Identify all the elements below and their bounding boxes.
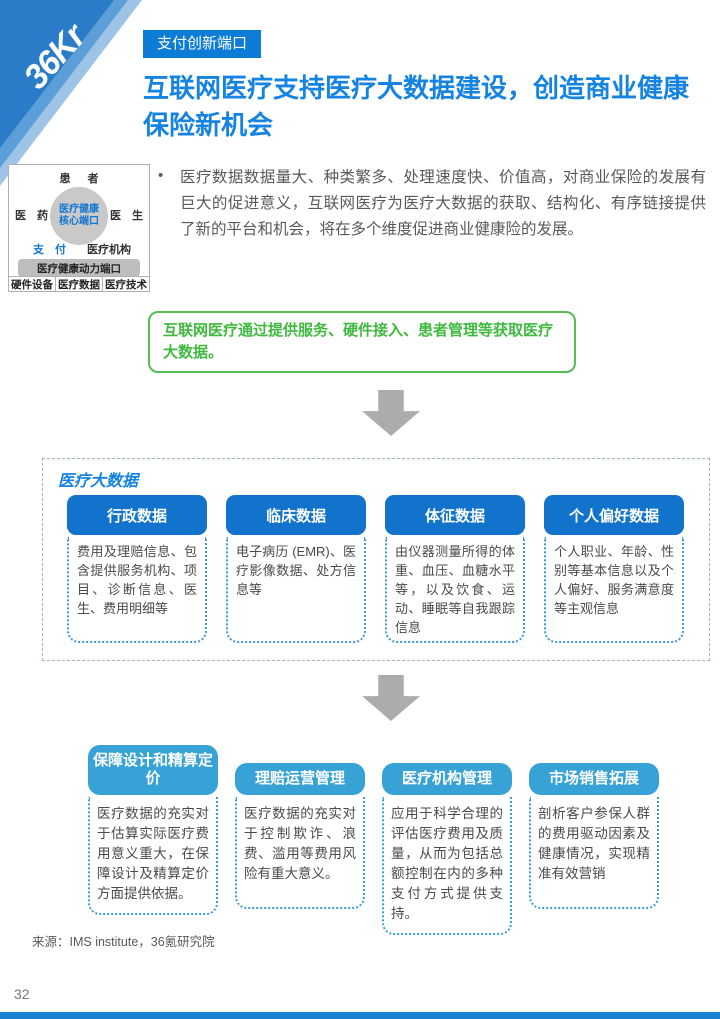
diagram-pharma-label: 医 药 [15, 210, 53, 222]
app-card-header-wrap: 理赔运营管理 [235, 745, 365, 795]
app-card-header-wrap: 市场销售拓展 [529, 745, 659, 795]
bullet-icon: • [158, 167, 164, 184]
app-card-header: 理赔运营管理 [235, 763, 365, 795]
app-card-body: 应用于科学合理的评估医疗费用及质量，从而为包括总额控制在内的多种支付方式提供支持… [382, 797, 512, 935]
app-card-header: 市场销售拓展 [529, 763, 659, 795]
diagram-payment-label: 支 付 [33, 244, 71, 256]
down-arrow-icon [362, 675, 420, 721]
app-card-body: 医疗数据的充实对于估算实际医疗费用意义重大，在保障设计及精算定价方面提供依据。 [88, 797, 218, 915]
diagram-institution-label: 医疗机构 [87, 244, 131, 256]
data-card-body: 由仪器测量所得的体重、血压、血糖水平等，以及饮食、运动、睡眠等自我跟踪信息 [385, 537, 525, 643]
data-card-header: 体征数据 [385, 495, 525, 535]
diagram-cell-hardware: 硬件设备 [11, 278, 53, 291]
diagram-core-port-circle: 医疗健康 核心端口 [50, 187, 108, 245]
app-card-header-wrap: 医疗机构管理 [382, 745, 512, 795]
app-card-header: 保障设计和精算定价 [88, 745, 218, 795]
footer-bar [0, 1012, 720, 1019]
diagram-core-line1: 医疗健康 [59, 204, 99, 215]
diagram-core-line2: 核心端口 [59, 216, 99, 227]
app-card-header: 医疗机构管理 [382, 763, 512, 795]
section-tag: 支付创新端口 [143, 30, 262, 58]
app-card-market-expansion: 市场销售拓展 剖析客户参保人群的费用驱动因素及健康情况，实现精准有效营销 [529, 745, 659, 909]
down-arrow-icon [362, 390, 420, 436]
diagram-cell-tech: 医疗技术 [102, 277, 149, 291]
diagram-power-port-bar: 医疗健康动力端口 [18, 259, 140, 277]
data-card-body: 电子病历 (EMR)、医疗影像数据、处方信息等 [226, 537, 366, 643]
big-data-panel: 医疗大数据 行政数据 费用及理赔信息、包含提供服务机构、项目、诊断信息、医生、费… [42, 458, 710, 661]
highlight-box: 互联网医疗通过提供服务、硬件接入、患者管理等获取医疗大数据。 [148, 311, 576, 373]
diagram-patient-label: 患 者 [59, 173, 106, 185]
health-ecosystem-diagram: 患 者 医疗健康 核心端口 医 药 医 生 支 付 医疗机构 医疗健康动力端口 … [8, 164, 150, 292]
app-card-body: 医疗数据的充实对于控制欺诈、浪费、滥用等费用风险有重大意义。 [235, 797, 365, 909]
data-card-body: 费用及理赔信息、包含提供服务机构、项目、诊断信息、医生、费用明细等 [67, 537, 207, 643]
page-number: 32 [14, 986, 30, 1002]
app-card-provider-management: 医疗机构管理 应用于科学合理的评估医疗费用及质量，从而为包括总额控制在内的多种支… [382, 745, 512, 935]
data-card-personal-preference: 个人偏好数据 个人职业、年龄、性别等基本信息以及个人偏好、服务满意度等主观信息 [544, 495, 684, 643]
data-card-clinical: 临床数据 电子病历 (EMR)、医疗影像数据、处方信息等 [226, 495, 366, 643]
app-card-claims-operations: 理赔运营管理 医疗数据的充实对于控制欺诈、浪费、滥用等费用风险有重大意义。 [235, 745, 365, 909]
data-card-header: 个人偏好数据 [544, 495, 684, 535]
diagram-doctor-label: 医 生 [109, 210, 147, 222]
source-note: 来源：IMS institute，36氪研究院 [32, 935, 215, 949]
page-title: 互联网医疗支持医疗大数据建设，创造商业健康保险新机会 [143, 73, 690, 140]
app-card-actuarial-pricing: 保障设计和精算定价 医疗数据的充实对于估算实际医疗费用意义重大，在保障设计及精算… [88, 745, 218, 915]
diagram-cell-data: 医疗数据 [55, 277, 102, 291]
data-card-header: 行政数据 [67, 495, 207, 535]
intro-paragraph: 医疗数据数据量大、种类繁多、处理速度快、价值高，对商业保险的发展有巨大的促进意义… [180, 169, 706, 238]
app-card-body: 剖析客户参保人群的费用驱动因素及健康情况，实现精准有效营销 [529, 797, 659, 909]
data-card-administrative: 行政数据 费用及理赔信息、包含提供服务机构、项目、诊断信息、医生、费用明细等 [67, 495, 207, 643]
app-card-header-wrap: 保障设计和精算定价 [88, 745, 218, 795]
data-card-header: 临床数据 [226, 495, 366, 535]
data-card-body: 个人职业、年龄、性别等基本信息以及个人偏好、服务满意度等主观信息 [544, 537, 684, 643]
diagram-bottom-row: 硬件设备 医疗数据 医疗技术 [9, 276, 149, 291]
data-card-vital-signs: 体征数据 由仪器测量所得的体重、血压、血糖水平等，以及饮食、运动、睡眠等自我跟踪… [385, 495, 525, 643]
big-data-panel-title: 医疗大数据 [58, 473, 139, 490]
